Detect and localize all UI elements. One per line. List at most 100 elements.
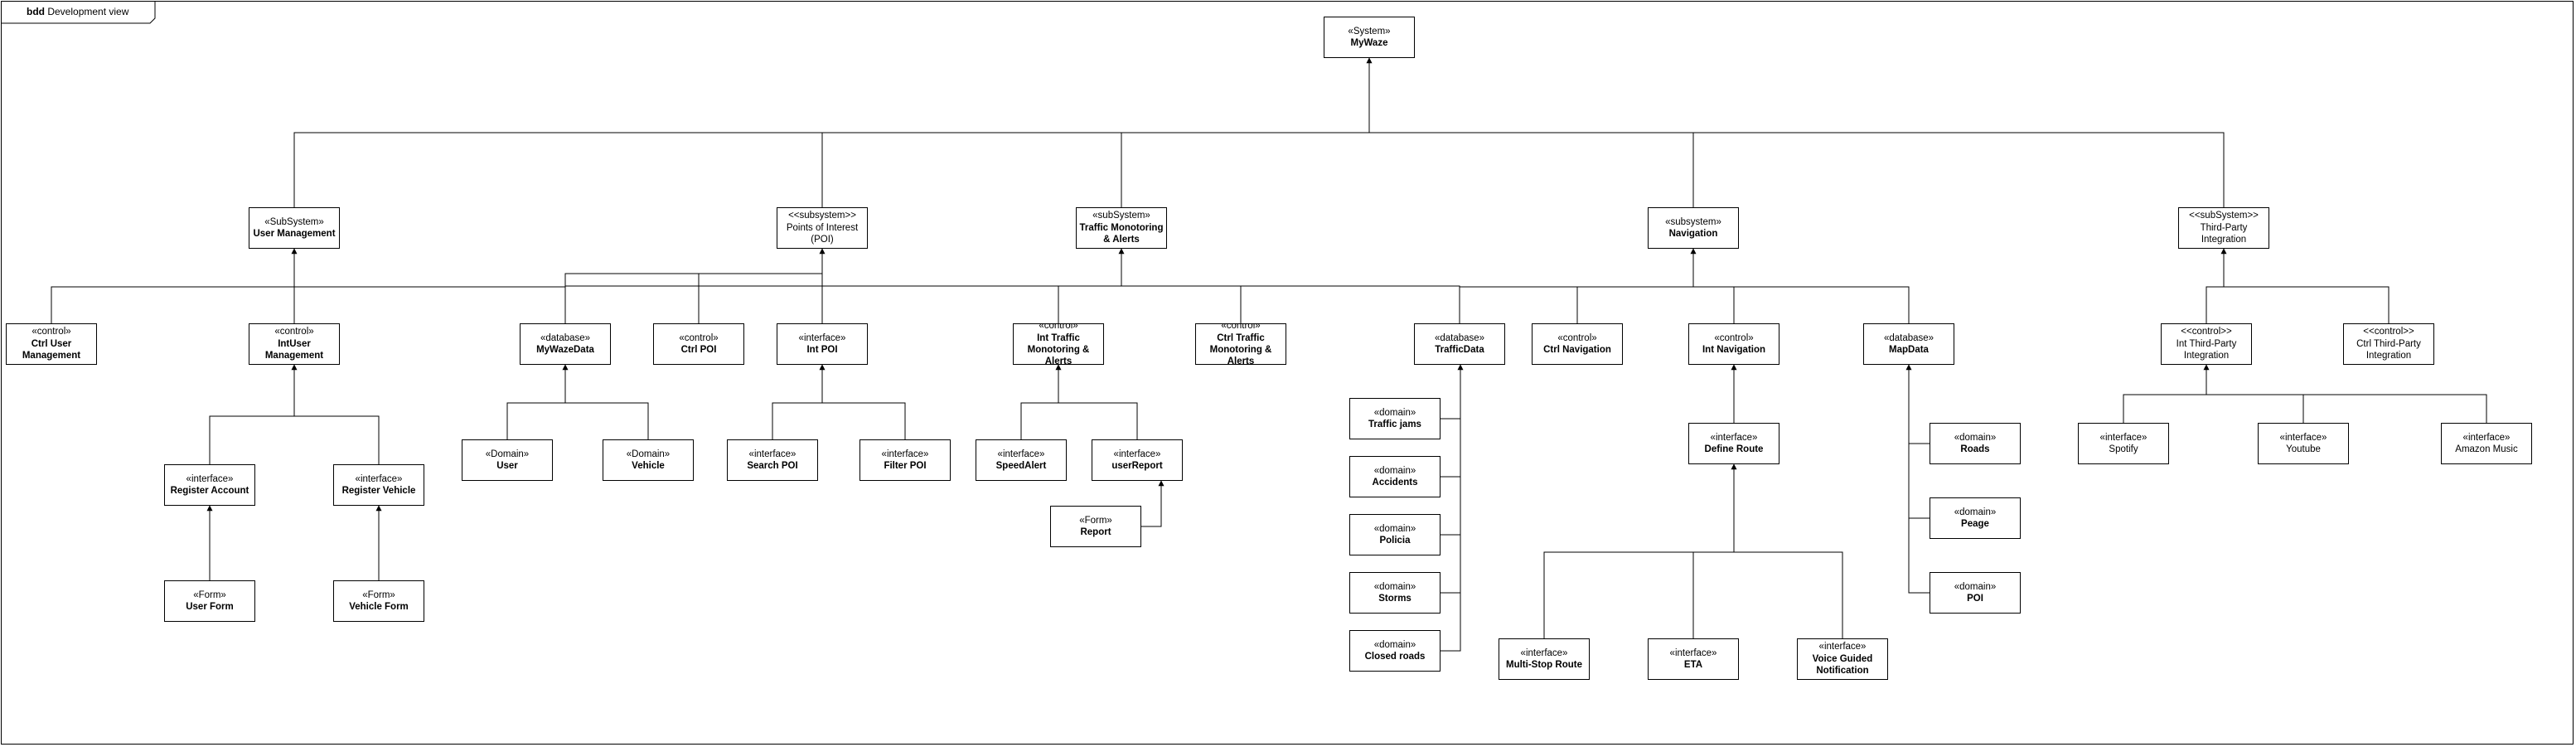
block-roads[interactable]: «domain»Roads: [1930, 423, 2021, 464]
block-peage[interactable]: «domain» Peage: [1930, 497, 2021, 539]
block-stereotype: «subSystem»: [1092, 211, 1150, 221]
connector-thirdparty-intthird: [2206, 286, 2224, 323]
block-name: Vehicle Form: [349, 602, 409, 612]
block-name: Define Route: [1704, 444, 1764, 454]
connector-traffic-mywazedata: [564, 285, 1121, 323]
block-storms[interactable]: «domain» Storms: [1349, 572, 1441, 614]
block-trafficdata[interactable]: «database» TrafficData: [1414, 323, 1505, 365]
block-filterpoi[interactable]: «interface»Filter POI: [859, 439, 951, 481]
block-searchpoi[interactable]: «interface»Search POI: [727, 439, 818, 481]
connector-intpoi-searchpoi: [772, 402, 822, 439]
block-stereotype: «interface»: [1520, 648, 1568, 658]
block-mapdata[interactable]: «database»MapData: [1863, 323, 1954, 365]
block-stereotype: «database»: [1434, 332, 1485, 343]
block-traffic[interactable]: «subSystem»Traffic Monotoring & Alerts: [1076, 207, 1167, 249]
block-stereotype: «database»: [540, 332, 591, 343]
block-name: Int Navigation: [1702, 345, 1766, 355]
block-ctrltraffic[interactable]: «control»Ctrl Traffic Monotoring & Alert…: [1195, 323, 1286, 365]
block-voiceguided[interactable]: «interface»Voice Guided Notification: [1797, 638, 1888, 680]
block-stereotype: «SubSystem»: [264, 216, 324, 227]
block-stereotype: «Form»: [362, 589, 395, 600]
connector-navigation-ctrlnav: [1576, 286, 1693, 323]
block-intpoi[interactable]: «interface»Int POI: [777, 323, 868, 365]
block-name: User: [496, 461, 518, 471]
block-multistop[interactable]: «interface» Multi-Stop Route: [1499, 638, 1590, 680]
block-accidents[interactable]: «domain»Accidents: [1349, 456, 1441, 497]
block-regaccount[interactable]: «interface»Register Account: [164, 464, 255, 506]
block-name: Ctrl POI: [680, 345, 717, 355]
block-ctrlpoi[interactable]: «control» Ctrl POI: [653, 323, 744, 365]
block-poi[interactable]: <<subsystem>>Points of Interest (POI): [777, 207, 868, 249]
block-spotify[interactable]: «interface»Spotify: [2078, 423, 2169, 464]
block-stereotype: «domain»: [1954, 432, 1997, 443]
block-stereotype: «control»: [1221, 323, 1261, 332]
block-stereotype: «control»: [1714, 332, 1754, 343]
block-ctrlthird[interactable]: <<control>>Ctrl Third-Party Integration: [2343, 323, 2434, 365]
block-name: Int Traffic Monotoring & Alerts: [1027, 332, 1090, 365]
block-stereotype: «domain»: [1373, 523, 1416, 534]
block-report[interactable]: «Form»Report: [1050, 506, 1141, 547]
block-stereotype: «interface»: [2279, 432, 2327, 443]
block-name: userReport: [1111, 461, 1163, 471]
block-closedroads[interactable]: «domain»Closed roads: [1349, 630, 1441, 672]
block-ctrlusermgmt[interactable]: «control»Ctrl User Management: [6, 323, 97, 365]
block-intthird[interactable]: <<control>>Int Third-Party Integration: [2161, 323, 2252, 365]
block-name: Ctrl User Management: [22, 338, 81, 361]
block-vehicleform[interactable]: «Form» Vehicle Form: [333, 580, 424, 622]
block-name: Peage: [1961, 519, 1989, 529]
block-name: Storms: [1378, 594, 1411, 604]
block-stereotype: «interface»: [881, 449, 929, 459]
block-trafficjams[interactable]: «domain»Traffic jams: [1349, 398, 1441, 439]
block-navigation[interactable]: «subsystem»Navigation: [1648, 207, 1739, 249]
block-stereotype: «control»: [679, 332, 719, 343]
block-name: TrafficData: [1435, 345, 1484, 355]
connector-traffic-inttraffic: [1058, 285, 1121, 323]
block-amazonmusic[interactable]: «interface»Amazon Music: [2441, 423, 2532, 464]
block-policia[interactable]: «domain»Policia: [1349, 514, 1441, 555]
connector-defineroute-multistop: [1543, 551, 1734, 638]
block-defineroute[interactable]: «interface»Define Route: [1688, 423, 1779, 464]
block-intusermgmt[interactable]: «control»IntUser Management: [249, 323, 340, 365]
block-speedalert[interactable]: «interface»SpeedAlert: [976, 439, 1067, 481]
block-name: Multi-Stop Route: [1506, 660, 1582, 670]
block-vehicle[interactable]: «Domain» Vehicle: [603, 439, 694, 481]
block-stereotype: «domain»: [1954, 507, 1997, 517]
block-name: Youtube: [2286, 444, 2321, 454]
connector-defineroute-eta: [1692, 551, 1734, 638]
block-ctrlnav[interactable]: «control»Ctrl Navigation: [1532, 323, 1623, 365]
block-stereotype: «interface»: [1113, 449, 1161, 459]
block-stereotype: «System»: [1348, 26, 1391, 36]
connector-thirdparty-ctrlthird: [2224, 286, 2390, 323]
block-name: Register Account: [170, 486, 249, 496]
block-mywaze[interactable]: «System» MyWaze: [1324, 17, 1415, 58]
block-userreport[interactable]: «interface» userReport: [1092, 439, 1183, 481]
block-regvehicle[interactable]: «interface»Register Vehicle: [333, 464, 424, 506]
connector-intpoi-filterpoi: [822, 402, 906, 439]
block-user[interactable]: «Domain»User: [462, 439, 553, 481]
block-thirdparty[interactable]: <<subSystem>>Third-Party Integration: [2178, 207, 2269, 249]
block-youtube[interactable]: «interface»Youtube: [2258, 423, 2349, 464]
block-name: Closed roads: [1364, 652, 1426, 662]
block-name: Vehicle: [632, 461, 665, 471]
block-eta[interactable]: «interface»ETA: [1648, 638, 1739, 680]
block-inttraffic[interactable]: «control»Int Traffic Monotoring & Alerts: [1013, 323, 1104, 365]
block-mappoi[interactable]: «domain»POI: [1930, 572, 2021, 614]
block-mywazedata[interactable]: «database»MyWazeData: [520, 323, 611, 365]
block-stereotype: «domain»: [1373, 581, 1416, 592]
connector-mywazedata-user: [506, 402, 565, 439]
block-stereotype: «Domain»: [626, 449, 671, 459]
block-name: MyWaze: [1350, 38, 1388, 48]
block-userform[interactable]: «Form»User Form: [164, 580, 255, 622]
connector-defineroute-voiceguided: [1734, 551, 1843, 638]
frame-title: Development view: [47, 6, 129, 17]
block-stereotype: <<control>>: [2181, 327, 2232, 337]
block-stereotype: «control»: [1557, 332, 1597, 343]
block-name: Amazon Music: [2455, 444, 2518, 454]
block-name: Spotify: [2109, 444, 2138, 454]
block-stereotype: <<subsystem>>: [788, 211, 856, 221]
connector-intthird-spotify: [2123, 394, 2206, 423]
block-intnav[interactable]: «control» Int Navigation: [1688, 323, 1779, 365]
block-usermgmt[interactable]: «SubSystem»User Management: [249, 207, 340, 249]
